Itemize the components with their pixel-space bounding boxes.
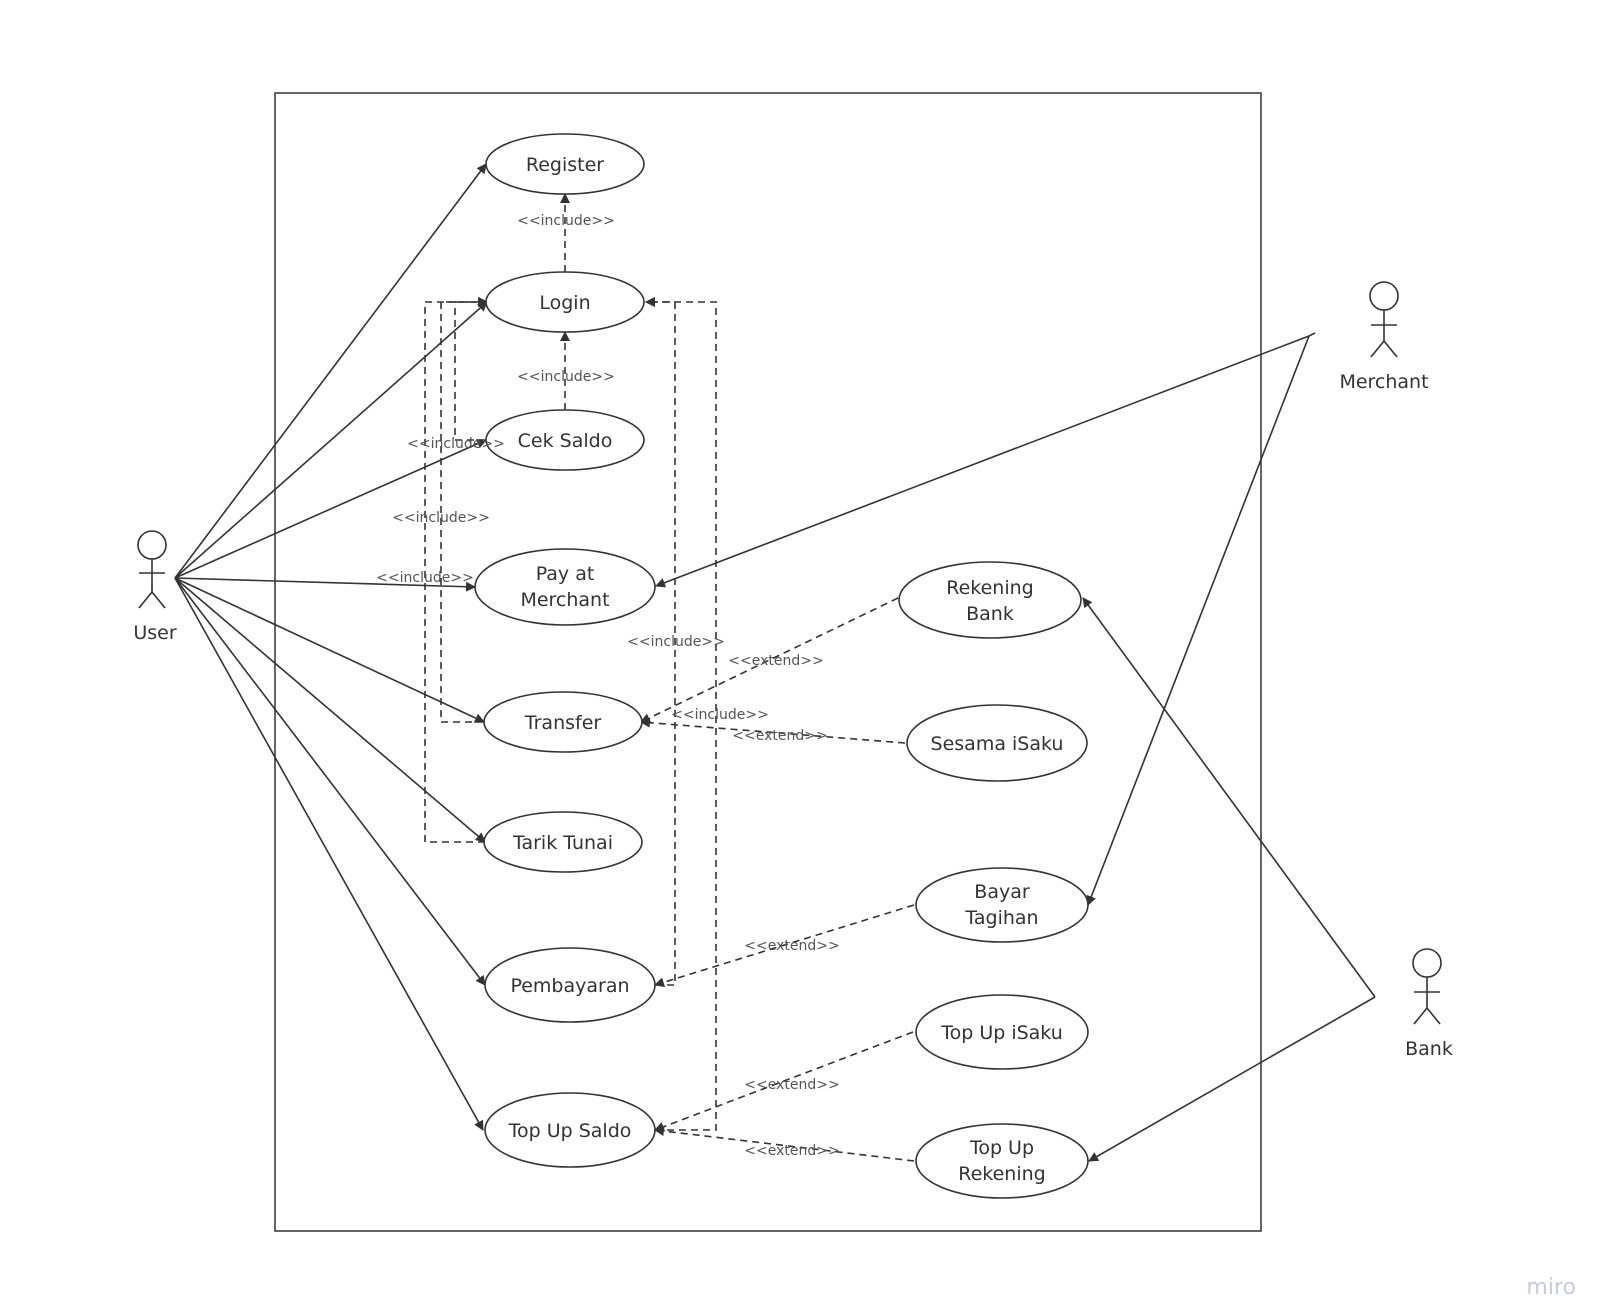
label-top-up-saldo: Top Up Saldo xyxy=(508,1120,632,1142)
assoc-user-top-up-saldo xyxy=(174,577,484,1131)
usecase-rekening-bank[interactable] xyxy=(898,561,1082,639)
usecase-tarik-tunai[interactable] xyxy=(483,811,643,873)
use-cases xyxy=(474,133,1089,1199)
usecase-top-up-saldo[interactable] xyxy=(484,1092,656,1168)
usecase-transfer[interactable] xyxy=(483,691,643,753)
include-label-pembayaran-right: <<include>> xyxy=(627,634,725,650)
use-case-labels: Register Login Cek Saldo Pay at Merchant… xyxy=(508,154,1064,1185)
usecase-pay-at-merchant[interactable] xyxy=(474,548,656,626)
assoc-user-cek-saldo xyxy=(174,439,487,579)
usecase-top-up-isaku[interactable] xyxy=(915,994,1089,1070)
assoc-merchant-pay-at-merchant xyxy=(655,332,1316,588)
usecase-bayar-tagihan[interactable] xyxy=(915,867,1089,943)
label-top-up-rekening-1: Top Up xyxy=(969,1137,1034,1159)
extend-topuprekening-topupsaldo xyxy=(654,1126,915,1162)
assoc-user-pembayaran xyxy=(174,577,486,986)
extend-sesamaisaku-transfer xyxy=(640,717,906,744)
usecase-sesama-isaku[interactable] xyxy=(906,704,1088,782)
assoc-user-register xyxy=(174,163,487,579)
include-ceksaldo-login-left xyxy=(454,297,488,441)
label-bayar-tagihan-1: Bayar xyxy=(974,881,1030,903)
merchant-associations xyxy=(655,332,1316,906)
include-relations xyxy=(424,193,717,1131)
extend-label-topupisaku: <<extend>> xyxy=(744,1077,839,1093)
actor-bank-head xyxy=(1412,948,1442,978)
usecase-pembayaran[interactable] xyxy=(484,947,656,1023)
extend-topupisaku-topupsaldo xyxy=(654,1031,914,1132)
assoc-user-transfer xyxy=(174,577,485,723)
assoc-bank-top-up-rekening xyxy=(1088,996,1376,1162)
include-label-transfer-left: <<include>> xyxy=(392,510,490,526)
label-rekening-bank-2: Bank xyxy=(966,603,1014,625)
stereotype-labels: <<include>> <<include>> <<include>> <<in… xyxy=(376,213,840,1159)
label-pay-at-merchant-1: Pay at xyxy=(536,563,595,585)
label-register: Register xyxy=(526,154,604,176)
include-transfer-login xyxy=(440,297,488,723)
label-transfer: Transfer xyxy=(524,712,602,734)
extend-label-bayartagihan: <<extend>> xyxy=(744,938,839,954)
usecase-register[interactable] xyxy=(485,133,645,195)
actor-merchant-head xyxy=(1369,281,1399,311)
label-tarik-tunai: Tarik Tunai xyxy=(512,832,613,854)
extend-label-rekeningbank: <<extend>> xyxy=(728,653,823,669)
system-boundary xyxy=(274,92,1262,1232)
label-top-up-isaku: Top Up iSaku xyxy=(940,1022,1063,1044)
label-cek-saldo: Cek Saldo xyxy=(518,430,613,452)
label-rekening-bank-1: Rekening xyxy=(946,577,1033,599)
include-label-tariktunai-left: <<include>> xyxy=(376,570,474,586)
include-label-topup-right: <<include>> xyxy=(671,707,769,723)
assoc-user-login xyxy=(174,301,488,579)
usecase-top-up-rekening[interactable] xyxy=(915,1123,1089,1199)
actor-bank[interactable] xyxy=(1412,948,1442,1025)
actor-user-label: User xyxy=(133,622,176,644)
include-label-login-register: <<include>> xyxy=(517,213,615,229)
label-top-up-rekening-2: Rekening xyxy=(958,1163,1045,1185)
actor-user-head xyxy=(137,530,167,560)
usecase-login[interactable] xyxy=(485,271,645,333)
extend-relations xyxy=(640,597,915,1162)
include-label-ceksaldo-left: <<include>> xyxy=(407,436,505,452)
extend-bayartagihan-pembayaran xyxy=(654,904,915,988)
label-login: Login xyxy=(539,292,590,314)
label-sesama-isaku: Sesama iSaku xyxy=(931,733,1064,755)
assoc-merchant-bayar-tagihan xyxy=(1086,335,1310,906)
actor-merchant-label: Merchant xyxy=(1339,371,1428,393)
usecase-cek-saldo[interactable] xyxy=(485,409,645,471)
actor-user[interactable] xyxy=(137,530,167,609)
label-bayar-tagihan-2: Tagihan xyxy=(964,907,1038,929)
label-pembayaran: Pembayaran xyxy=(510,975,629,997)
include-pembayaran-login xyxy=(645,297,676,986)
actor-merchant[interactable] xyxy=(1369,281,1399,358)
extend-label-topuprekening: <<extend>> xyxy=(744,1143,839,1159)
extend-label-sesamaisaku: <<extend>> xyxy=(732,728,827,744)
include-label-ceksaldo-login: <<include>> xyxy=(517,369,615,385)
include-topup-login xyxy=(645,297,717,1131)
label-pay-at-merchant-2: Merchant xyxy=(520,589,609,611)
actor-bank-label: Bank xyxy=(1405,1038,1453,1060)
assoc-bank-rekening-bank xyxy=(1082,597,1376,998)
miro-watermark: miro xyxy=(1526,1275,1576,1300)
bank-associations xyxy=(1082,597,1376,1162)
assoc-user-tarik-tunai xyxy=(174,577,486,843)
